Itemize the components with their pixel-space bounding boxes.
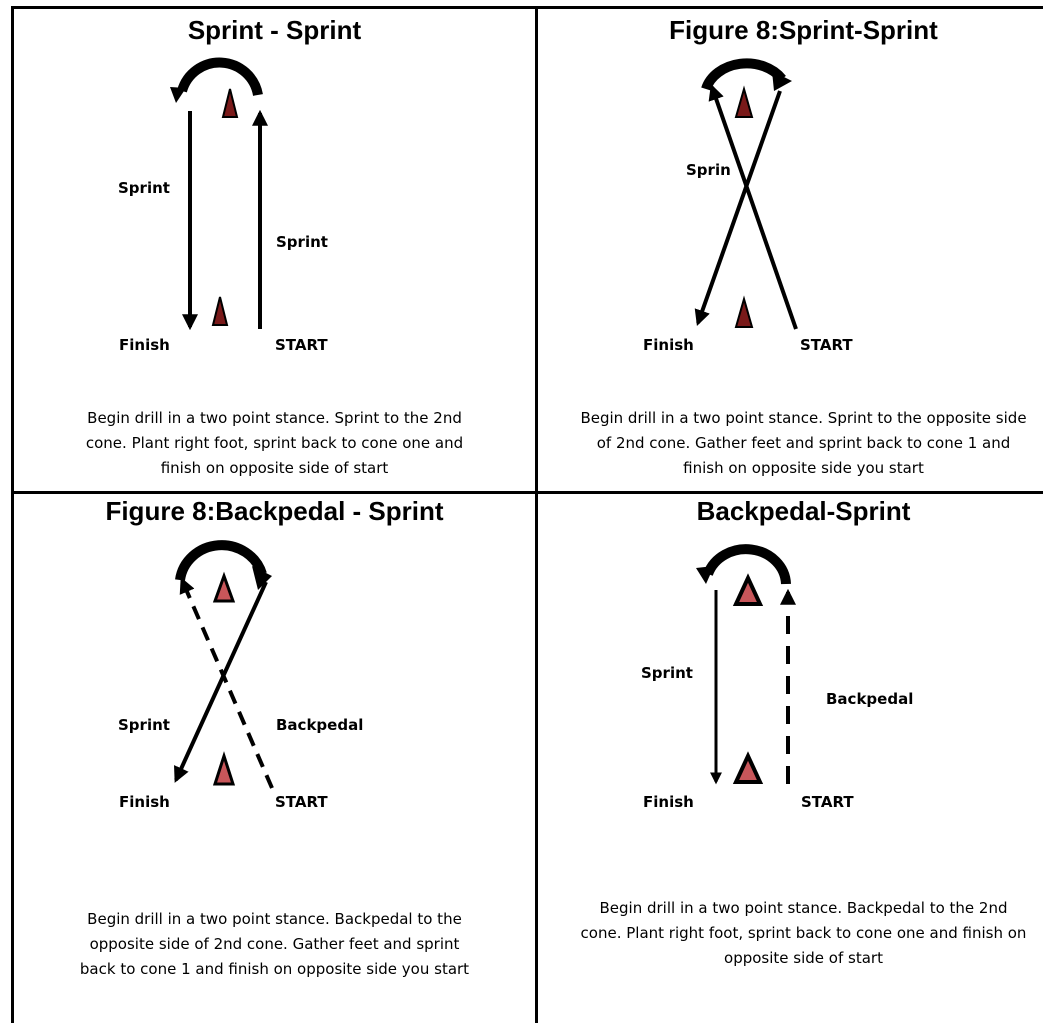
arrow-icon [694, 90, 782, 327]
description-line: Begin drill in a two point stance. Backp… [87, 910, 462, 928]
grid-vertical-divider [535, 6, 538, 1023]
description-line: Begin drill in a two point stance. Backp… [599, 899, 1008, 917]
cone-icon [211, 296, 229, 326]
cone-icon [212, 571, 236, 603]
finish-label: Finish [119, 793, 170, 811]
drill-description: Begin drill in a two point stance. Sprin… [14, 406, 535, 481]
arrow-icon [708, 83, 798, 330]
panel-title: Figure 8:Sprint-Sprint [669, 15, 938, 45]
grid-left-border [11, 6, 14, 1023]
finish-label: Finish [643, 793, 694, 811]
description-line: opposite side of start [724, 949, 883, 967]
sprint-label: Sprint [118, 716, 170, 734]
description-line: cone. Plant right foot, sprint back to c… [85, 434, 464, 452]
drill-panel-backpedal-sprint: Backpedal-Sprint Sprint Backpedal Finish… [538, 494, 1043, 1023]
drill-diagram [170, 57, 268, 331]
arrow-icon [174, 581, 268, 783]
description-line: cone. Plant right foot, sprint back to c… [580, 924, 1027, 942]
description-line: back to cone 1 and finish on opposite si… [79, 960, 470, 978]
sprint-label: Sprint [686, 161, 730, 179]
cone-icon [734, 295, 754, 328]
cone-icon [732, 751, 764, 784]
drill-diagram [174, 540, 274, 789]
drill-panel-sprint-sprint: Sprint - Sprint Sprint Sprint Finish STA… [14, 9, 535, 491]
drill-description: Begin drill in a two point stance. Backp… [14, 907, 535, 982]
description-line: Begin drill in a two point stance. Sprin… [87, 409, 462, 427]
drill-panel-figure8-sprint-sprint: Figure 8:Sprint-Sprint Sprint Finish STA… [538, 9, 1043, 491]
description-line: of 2nd cone. Gather feet and sprint back… [596, 434, 1011, 452]
drill-panel-figure8-backpedal-sprint: Figure 8:Backpedal - Sprint Sprint Backp… [14, 494, 535, 1023]
curved-arrow-icon [701, 58, 792, 91]
cone-icon [212, 751, 236, 786]
description-line: finish on opposite side you start [683, 459, 924, 477]
cone-icon [734, 85, 754, 118]
arrow-icon [179, 577, 274, 789]
panel-title: Backpedal-Sprint [696, 496, 911, 526]
cone-icon [732, 573, 764, 606]
description-line: opposite side of 2nd cone. Gather feet a… [89, 935, 460, 953]
start-label: START [800, 336, 853, 354]
finish-label: Finish [119, 336, 170, 354]
grid-horizontal-divider [11, 491, 1043, 494]
sprint-label: Sprint [276, 233, 328, 251]
drill-diagram [696, 544, 796, 785]
cone-icon [221, 88, 239, 118]
panel-title: Figure 8:Backpedal - Sprint [105, 496, 444, 526]
start-label: START [275, 336, 328, 354]
drill-description: Begin drill in a two point stance. Backp… [538, 896, 1043, 971]
panel-title: Sprint - Sprint [187, 15, 362, 45]
curved-arrow-icon [170, 57, 263, 103]
description-line: finish on opposite side of start [160, 459, 389, 477]
description-line: Begin drill in a two point stance. Sprin… [580, 409, 1027, 427]
drill-description: Begin drill in a two point stance. Sprin… [538, 406, 1043, 481]
curved-arrow-icon [175, 540, 272, 590]
start-label: START [801, 793, 854, 811]
drill-diagram [694, 58, 798, 330]
sprint-label: Sprint [118, 179, 170, 197]
grid-top-border [11, 6, 1043, 9]
backpedal-label: Backpedal [276, 716, 364, 734]
start-label: START [275, 793, 328, 811]
sprint-label: Sprint [641, 664, 693, 682]
finish-label: Finish [643, 336, 694, 354]
backpedal-label: Backpedal [826, 690, 914, 708]
curved-arrow-icon [696, 544, 791, 585]
